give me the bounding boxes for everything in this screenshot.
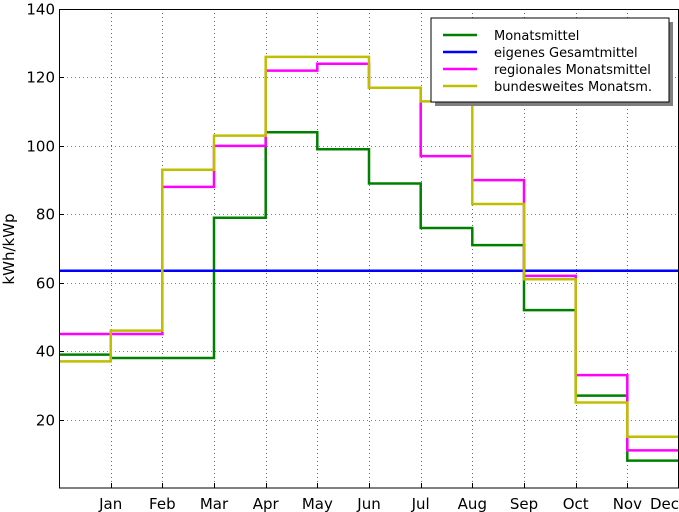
legend-label: bundesweites Monatsm. <box>494 80 652 95</box>
x-tick-label: Jun <box>356 495 380 512</box>
y-ticks: 20 40 60 80 100 120 140 <box>26 1 64 430</box>
x-tick-label: Dec <box>650 495 679 512</box>
x-tick-label: Apr <box>253 495 280 512</box>
x-tick-label: Oct <box>563 495 589 512</box>
x-tick-label: Aug <box>458 495 487 512</box>
x-tick-label: Jul <box>411 495 430 512</box>
x-tick-label: Sep <box>510 495 538 512</box>
series-line-3 <box>59 55 679 438</box>
x-tick-label: Jan <box>98 495 122 512</box>
y-tick-label: 120 <box>26 69 55 87</box>
y-tick-label: 100 <box>26 138 55 156</box>
series-layer <box>59 55 679 462</box>
y-tick-label: 40 <box>36 343 55 361</box>
legend-box <box>430 17 670 103</box>
legend-label: Monatsmittel <box>494 29 579 44</box>
legend: Monatsmittel eigenes Gesamtmittel regional… <box>430 17 673 106</box>
legend-label: regionales Monatsmittel <box>494 63 651 78</box>
y-tick-label: 20 <box>36 412 55 430</box>
y-tick-label: 140 <box>26 1 55 19</box>
x-tick-label: May <box>302 495 333 512</box>
x-tick-label: Mar <box>200 495 229 512</box>
y-axis-label: kWh/kWp <box>0 213 18 284</box>
legend-label: eigenes Gesamtmittel <box>494 46 638 61</box>
y-tick-label: 60 <box>36 275 55 293</box>
x-ticks: Jan Feb Mar Apr May Jun Jul Aug Sep Oct Nov Dec <box>98 483 679 512</box>
y-tick-label: 80 <box>36 206 55 224</box>
x-tick-label: Feb <box>149 495 176 512</box>
x-tick-label: Nov <box>613 495 642 512</box>
